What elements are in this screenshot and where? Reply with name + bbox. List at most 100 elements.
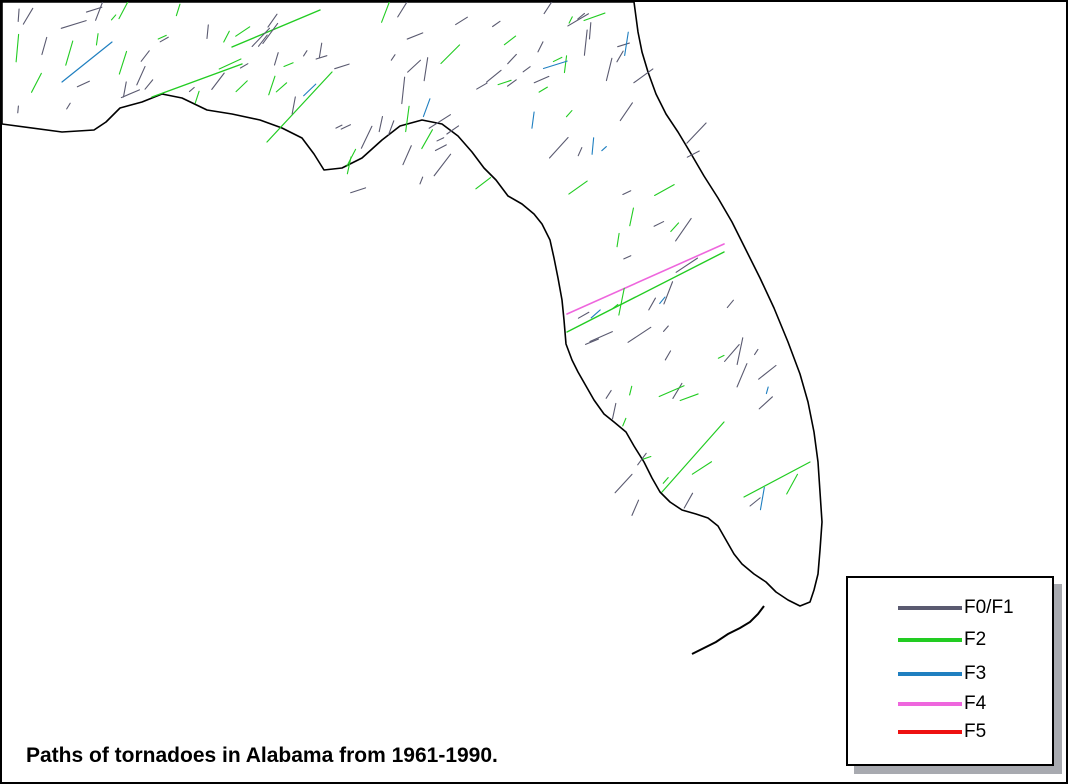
- tornado-path-f0-f1: [85, 6, 103, 13]
- tornado-path-f0-f1: [401, 76, 406, 105]
- tornado-path-f0-f1: [616, 50, 624, 63]
- tornado-path-f2: [622, 417, 627, 427]
- tornado-path-f3: [601, 146, 607, 152]
- tornado-path-f4: [566, 243, 725, 315]
- tornado-path-f2: [568, 180, 588, 195]
- tornado-path-f0-f1: [273, 52, 279, 66]
- tornado-path-f2: [175, 3, 181, 17]
- tornado-path-f0-f1: [724, 344, 740, 362]
- tornado-path-f3: [303, 83, 317, 97]
- tornado-path-f2: [691, 461, 713, 475]
- tornado-path-f0-f1: [251, 27, 271, 48]
- tornado-path-f0-f1: [388, 120, 395, 136]
- tornado-path-f0-f1: [188, 86, 195, 93]
- tornado-path-f0-f1: [397, 2, 408, 18]
- tornado-path-f2: [497, 79, 512, 86]
- tornado-path-f2: [15, 33, 20, 63]
- tornado-path-f3: [624, 31, 629, 57]
- tornado-path-f0-f1: [605, 57, 613, 82]
- legend-label-f4: F4: [964, 693, 987, 714]
- tornado-path-f0-f1: [585, 338, 599, 345]
- tornado-path-f2: [642, 455, 652, 460]
- tornado-path-f0-f1: [507, 53, 517, 65]
- legend-label-f0-f1: F0/F1: [964, 597, 1014, 618]
- legend-swatch-f4: [898, 702, 962, 706]
- tornado-path-f0-f1: [402, 145, 412, 166]
- tornado-path-f0-f1: [577, 311, 590, 319]
- tornado-path-f3: [659, 296, 666, 305]
- tornado-path-f0-f1: [390, 54, 396, 61]
- tornado-path-f0-f1: [262, 22, 279, 44]
- tornado-path-f0-f1: [122, 81, 127, 98]
- tornado-path-f0-f1: [95, 2, 104, 21]
- tornado-path-f0-f1: [144, 79, 154, 90]
- tornado-path-f0-f1: [159, 36, 169, 43]
- tornado-path-f0-f1: [378, 116, 383, 133]
- tornado-path-f2: [275, 82, 288, 93]
- tornado-path-f0-f1: [567, 13, 590, 27]
- tornado-path-f3: [759, 487, 765, 511]
- legend-label-f2: F2: [964, 629, 987, 650]
- tornado-path-f0-f1: [726, 299, 734, 309]
- tornado-path-f0-f1: [340, 124, 351, 130]
- tornado-path-f0-f1: [622, 190, 632, 196]
- legend-swatch-f2: [898, 638, 962, 642]
- tornado-path-f2: [552, 56, 563, 63]
- tornado-path-f0-f1: [486, 69, 502, 83]
- tornado-path-f2: [65, 40, 74, 66]
- tornado-path-f0-f1: [623, 255, 632, 260]
- tornado-path-f0-f1: [492, 20, 501, 28]
- tornado-path-f0-f1: [611, 402, 617, 420]
- tornado-path-f2: [618, 287, 625, 316]
- tornado-path-f3: [765, 386, 769, 395]
- legend-swatch-f5: [898, 730, 962, 734]
- tornado-path-f0-f1: [648, 297, 657, 311]
- tornado-path-f2: [679, 393, 699, 402]
- tornado-path-f2: [30, 72, 42, 93]
- tornado-path-f0-f1: [303, 50, 308, 57]
- legend-swatch-f0-f1: [898, 606, 962, 610]
- tornado-path-f0-f1: [589, 331, 613, 343]
- tornado-path-f0-f1: [76, 80, 90, 88]
- tornado-path-f0-f1: [583, 29, 588, 56]
- tornado-path-f3: [590, 309, 601, 319]
- tornado-path-f0-f1: [663, 281, 674, 305]
- florida-keys: [691, 605, 765, 655]
- tornado-path-f0-f1: [17, 8, 20, 22]
- tornado-path-f0-f1: [60, 20, 87, 29]
- tornado-path-f0-f1: [675, 217, 692, 242]
- tornado-path-f0-f1: [206, 24, 209, 40]
- tornado-path-f2: [629, 207, 634, 227]
- tornado-path-f2: [283, 62, 294, 68]
- tornado-path-f3: [542, 60, 568, 70]
- tornado-path-f0-f1: [749, 497, 761, 507]
- tornado-path-f0-f1: [140, 50, 150, 62]
- tornado-path-f0-f1: [619, 102, 633, 122]
- tornado-path-f0-f1: [211, 72, 225, 90]
- tornado-path-f0-f1: [758, 396, 773, 410]
- tornado-path-f2: [612, 303, 619, 310]
- tornado-path-f0-f1: [754, 348, 759, 356]
- tornado-path-f2: [118, 2, 129, 20]
- tornado-path-f2: [654, 184, 675, 197]
- tornado-path-f0-f1: [476, 82, 488, 90]
- tornado-path-f0-f1: [433, 153, 452, 177]
- tornado-path-f2: [616, 232, 620, 248]
- tornado-path-f2: [421, 129, 434, 150]
- tornado-path-f2: [194, 90, 200, 104]
- tornado-path-f0-f1: [548, 136, 569, 159]
- tornado-path-f2: [231, 9, 321, 48]
- tornado-path-f2: [381, 2, 390, 23]
- florida-landmass: [2, 2, 823, 607]
- tornado-path-f0-f1: [736, 363, 748, 388]
- tornado-path-f0-f1: [577, 12, 586, 20]
- tornado-path-f2: [405, 105, 410, 133]
- tornado-path-f0-f1: [318, 42, 323, 58]
- tornado-path-f2: [563, 55, 568, 74]
- legend-item-f0-f1: F0/F1: [898, 596, 1014, 620]
- tornado-path-f0-f1: [360, 125, 373, 149]
- tornado-path-f3: [61, 41, 113, 83]
- tornado-path-f0-f1: [455, 16, 468, 26]
- legend-label-f5: F5: [964, 721, 987, 742]
